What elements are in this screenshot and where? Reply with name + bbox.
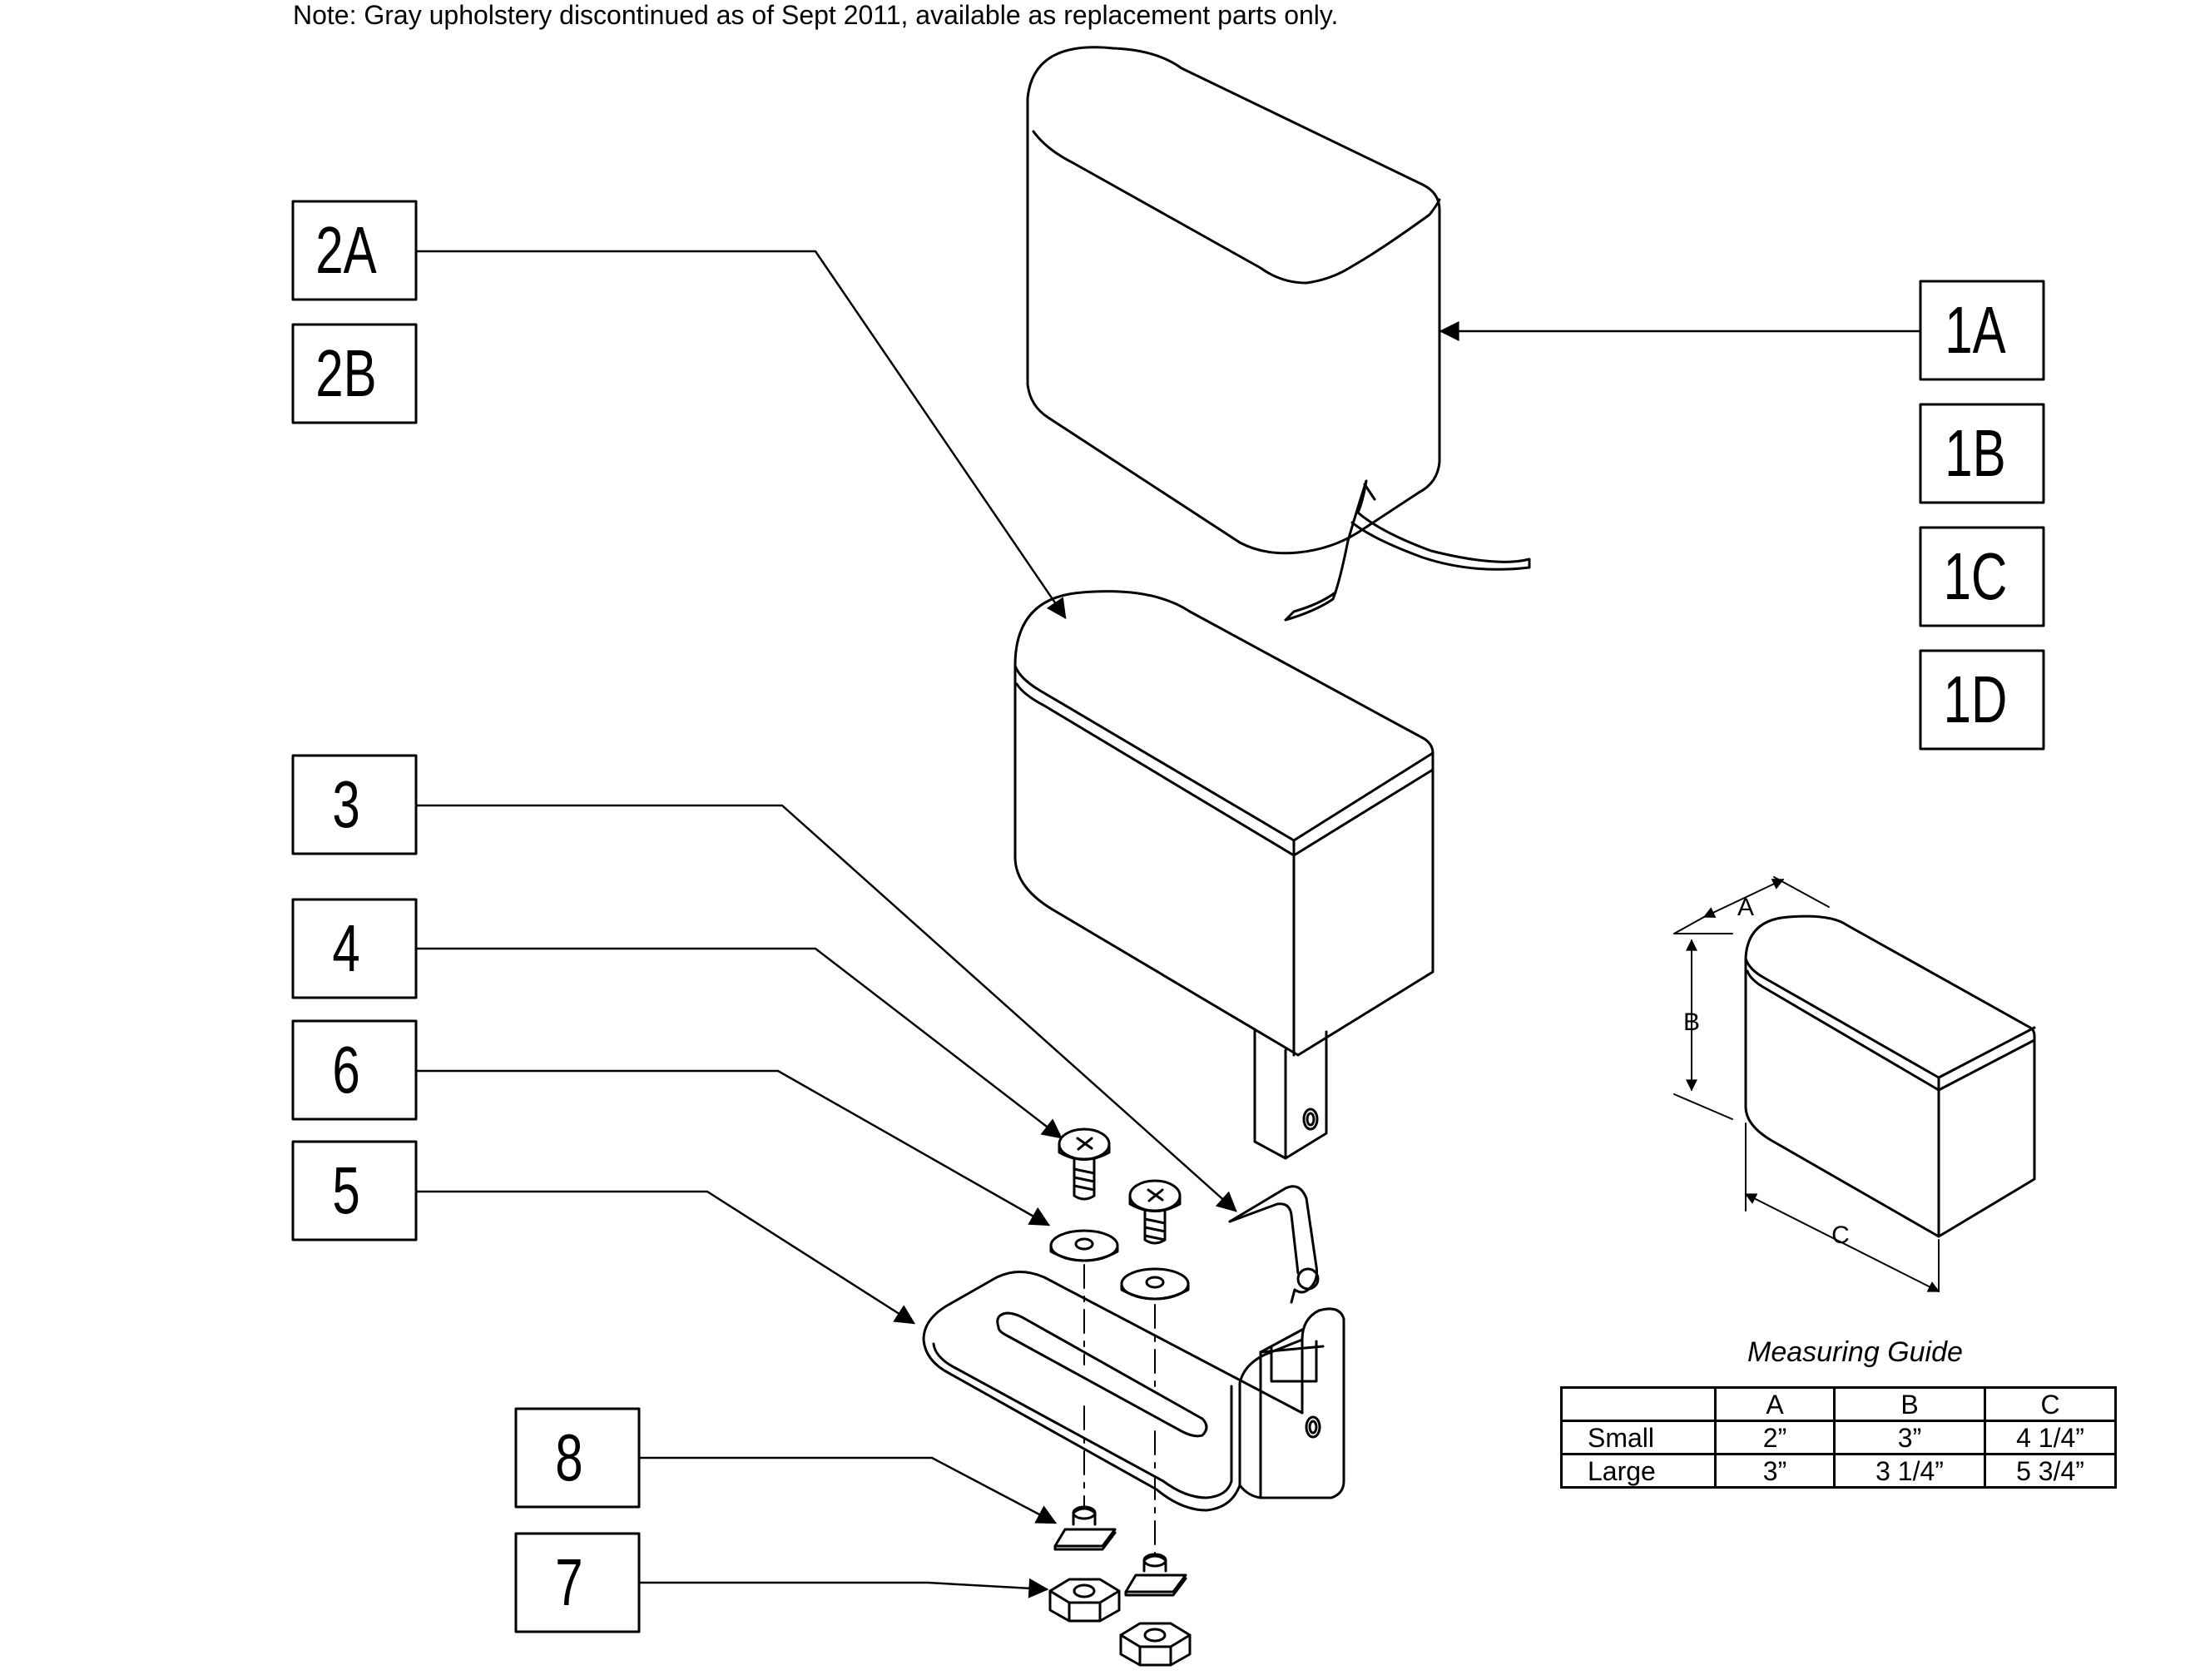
washer-left (1049, 1229, 1119, 1262)
table-cell: 4 1/4” (1984, 1420, 2117, 1455)
dimension-lines (1673, 876, 1940, 1292)
retaining-clip (1228, 1185, 1320, 1304)
armrest-pad (1013, 590, 1434, 1160)
table-header-cell (1560, 1386, 1717, 1422)
assembly-centerlines (1083, 1264, 1156, 1555)
callout-4: 4 (332, 911, 359, 985)
callout-1d: 1D (1944, 662, 2008, 736)
callout-1c: 1C (1944, 539, 2008, 613)
screw-right (1128, 1179, 1182, 1245)
table-header-cell: B (1833, 1386, 1986, 1422)
callout-box-1d (1919, 649, 2045, 751)
table-cell: 5 3/4” (1984, 1453, 2117, 1489)
table-header-row: A B C (1560, 1386, 2117, 1422)
leader-6 (414, 1069, 1051, 1227)
callout-box-1c (1919, 526, 2045, 627)
table-cell: 3” (1833, 1420, 1986, 1455)
callout-7: 7 (555, 1545, 582, 1619)
leader-2a (414, 250, 1067, 619)
callout-3: 3 (332, 767, 359, 841)
upholstery-note: Note: Gray upholstery discontinued as of… (293, 0, 1339, 30)
callout-box-2b (291, 323, 418, 424)
leader-8 (637, 1456, 1058, 1524)
leader-7 (637, 1578, 1049, 1598)
upholstery-cover (1026, 46, 1531, 622)
table-cell: 3” (1714, 1453, 1836, 1489)
callout-5: 5 (332, 1153, 359, 1227)
measuring-guide-table: A B C Small 2” 3” 4 1/4” Large 3” 3 1/4”… (1560, 1386, 2117, 1489)
measuring-guide-title: Measuring Guide (1747, 1336, 1963, 1368)
table-header-cell: A (1714, 1386, 1836, 1422)
table-cell-size: Large (1560, 1453, 1717, 1489)
callout-box-1b (1919, 403, 2045, 504)
t-nut-left (1053, 1505, 1117, 1551)
t-nut-right (1124, 1553, 1187, 1597)
mounting-bracket (922, 1271, 1345, 1512)
dimension-label-a: A (1737, 894, 1754, 921)
callout-6: 6 (332, 1033, 359, 1107)
leader-4 (414, 947, 1063, 1139)
callout-2b: 2B (315, 336, 376, 410)
leader-lines (414, 250, 1922, 1598)
hex-nut-left (1048, 1578, 1121, 1623)
dimension-label-c: C (1831, 1222, 1850, 1249)
table-row: Small 2” 3” 4 1/4” (1560, 1420, 2117, 1455)
measuring-guide-pad (1744, 914, 2036, 1238)
callout-2a: 2A (315, 213, 377, 287)
dimension-label-b: B (1683, 1008, 1700, 1036)
callout-1a: 1A (1945, 293, 2006, 367)
table-row: Large 3” 3 1/4” 5 3/4” (1560, 1453, 2117, 1489)
screw-left (1058, 1127, 1111, 1201)
table-cell-size: Small (1560, 1420, 1717, 1455)
hex-nut-right (1119, 1622, 1192, 1667)
leader-3 (414, 804, 1237, 1212)
washer-right (1120, 1267, 1190, 1301)
callout-8: 8 (555, 1420, 582, 1494)
table-cell: 3 1/4” (1833, 1453, 1986, 1489)
table-cell: 2” (1714, 1420, 1836, 1455)
table-header-cell: C (1984, 1386, 2117, 1422)
leader-5 (414, 1190, 916, 1325)
callout-1b: 1B (1945, 416, 2005, 490)
